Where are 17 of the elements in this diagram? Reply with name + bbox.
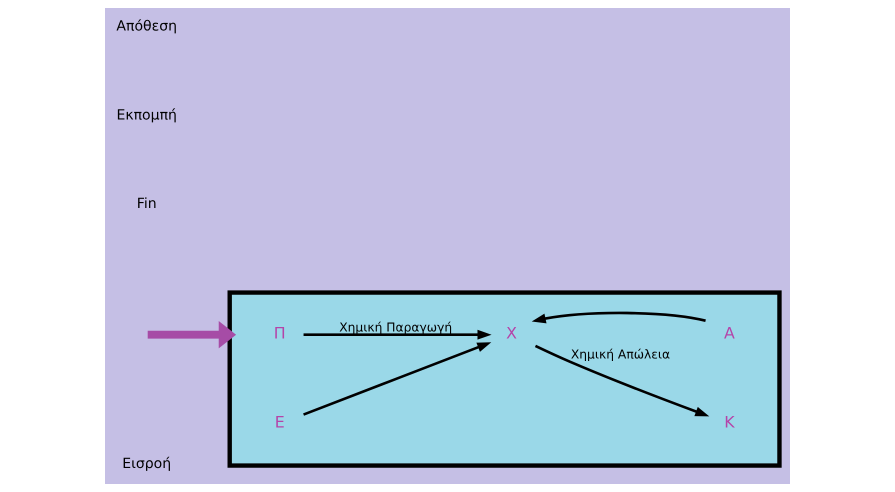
edge-label: Χημική Παραγωγή	[339, 320, 452, 334]
arrow	[303, 342, 492, 416]
node-text: Κ	[724, 412, 735, 432]
label: Εκπομπή	[116, 107, 177, 124]
label: Απόθεση	[116, 18, 178, 35]
cluster	[228, 290, 782, 468]
arrow	[304, 330, 492, 340]
node-text: Π	[274, 324, 286, 343]
edge-label: Χημική Απώλεια	[570, 348, 670, 362]
node-text: Α	[724, 324, 735, 343]
arrow	[532, 312, 706, 324]
arrow	[534, 344, 710, 416]
arrow	[148, 321, 236, 348]
node-text: Χ	[506, 324, 518, 343]
label: Fin	[136, 196, 157, 212]
node-text: Ε	[274, 412, 285, 432]
label: Εισροή	[122, 456, 172, 472]
